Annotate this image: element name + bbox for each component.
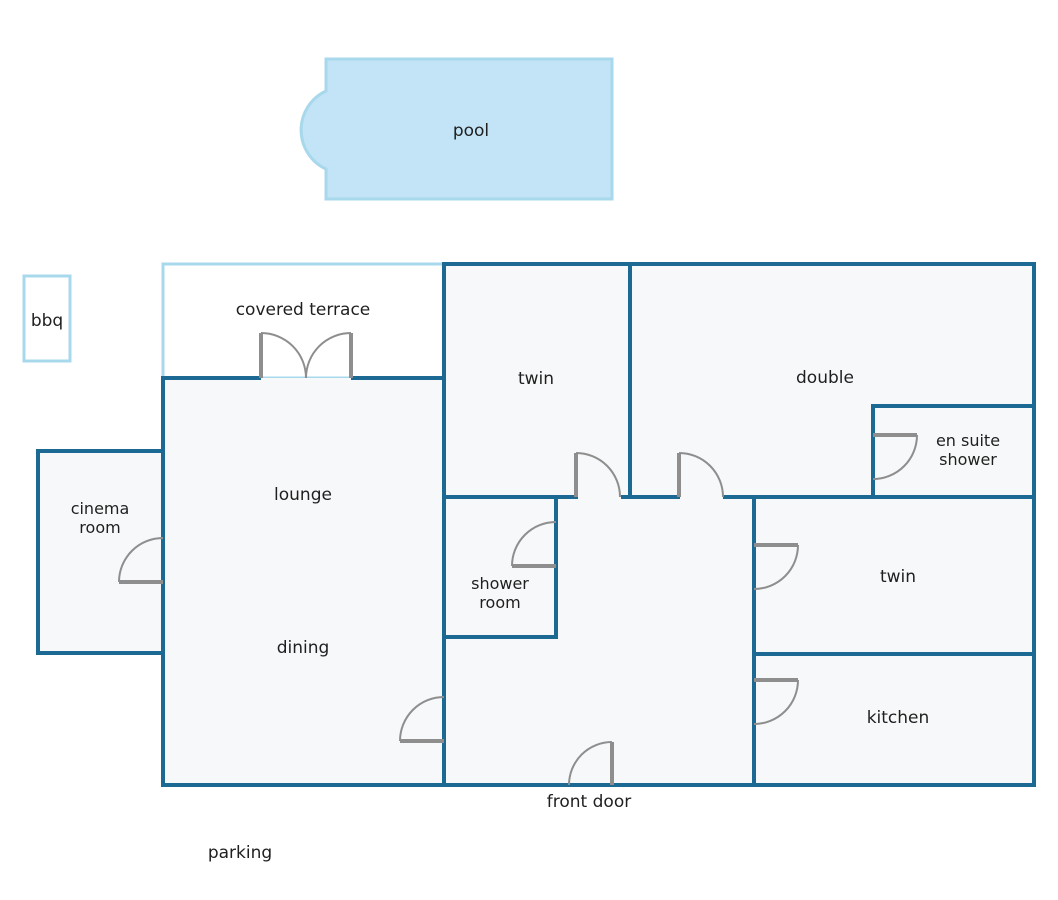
door-shower-room[interactable] <box>511 521 557 568</box>
lounge-label: lounge <box>274 485 332 505</box>
lounge-dining-area[interactable] <box>163 378 444 785</box>
door-lounge[interactable] <box>399 696 445 743</box>
doors <box>118 332 918 786</box>
cinema-room-label-line1: cinema <box>71 499 130 518</box>
door-kitchen[interactable] <box>753 678 799 725</box>
cinema-room-label-line2: room <box>79 518 120 537</box>
bbq-label: bbq <box>31 311 63 331</box>
covered-terrace-label: covered terrace <box>236 300 371 320</box>
twin-right-label: twin <box>880 567 916 587</box>
front-door[interactable] <box>568 741 614 786</box>
door-twin-right[interactable] <box>753 543 799 590</box>
door-double[interactable] <box>677 452 724 498</box>
pool-label: pool <box>453 121 489 141</box>
hall-area[interactable] <box>444 497 754 785</box>
shower-room-label-line2: room <box>479 593 520 612</box>
dining-label: dining <box>277 638 330 658</box>
door-en-suite[interactable] <box>872 433 918 480</box>
room-labels: pool bbq covered terrace twin double en … <box>31 121 1000 863</box>
cinema-room-area[interactable] <box>38 451 163 653</box>
front-door-label: front door <box>547 792 631 812</box>
kitchen-label: kitchen <box>867 708 930 728</box>
en-suite-label-line1: en suite <box>936 431 1000 450</box>
double-area[interactable] <box>630 264 1034 497</box>
double-label: double <box>796 368 854 388</box>
en-suite-label-line2: shower <box>939 450 997 469</box>
door-twin-top[interactable] <box>574 452 621 498</box>
door-cinema-room[interactable] <box>118 537 164 584</box>
kitchen-area[interactable] <box>754 654 1034 785</box>
pool-shape[interactable] <box>299 57 614 201</box>
parking-label: parking <box>208 843 272 863</box>
shower-room-label-line1: shower <box>471 574 529 593</box>
french-door-terrace[interactable] <box>259 332 353 379</box>
twin-right-area[interactable] <box>754 497 1034 654</box>
twin-top-label: twin <box>518 369 554 389</box>
bbq-box[interactable] <box>22 274 72 363</box>
twin-top-area[interactable] <box>444 264 630 497</box>
